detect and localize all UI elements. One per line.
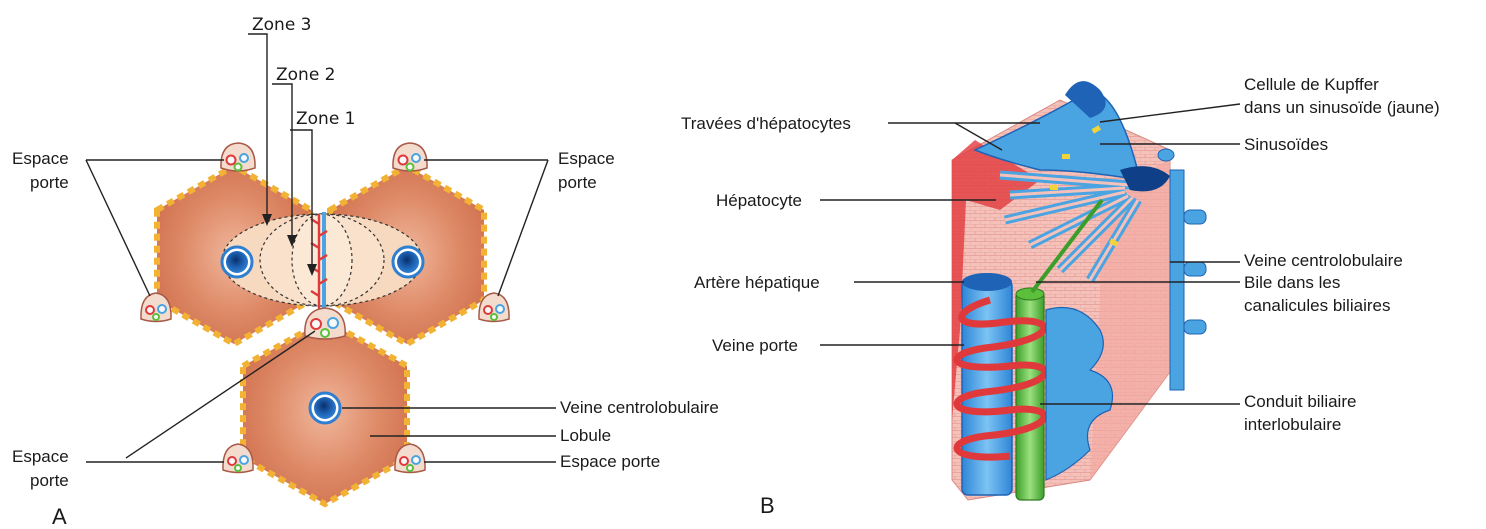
kupffer-label-line1: Cellule de Kupffer [1244,75,1379,94]
zone-3-label: Zone 3 [252,15,312,35]
sinusoides-label: Sinusoïdes [1244,135,1328,154]
panel-a: Zone 3 Zone 2 Zone 1 Espace porte Espace… [12,15,719,529]
espace-porte-tr-line2: porte [558,173,597,192]
conduit-label-line2: interlobulaire [1244,415,1341,434]
espace-porte-bl-line1: Espace [12,447,69,466]
veine-porte-label: Veine porte [712,336,798,355]
portal-triad-top-right [393,143,427,171]
veine-centrolobulaire-label-a: Veine centrolobulaire [560,398,719,417]
espace-porte-tr-line1: Espace [558,149,615,168]
veine-centrolobulaire-label-b: Veine centrolobulaire [1244,251,1403,270]
hepatocyte-label: Hépatocyte [716,191,802,210]
lobule-label: Lobule [560,426,611,445]
panel-a-letter: A [52,504,67,529]
travees-label: Travées d'hépatocytes [681,114,851,133]
panel-b: Travées d'hépatocytes Hépatocyte Artère … [681,75,1440,518]
bile-label-line1: Bile dans les [1244,273,1340,292]
panel-b-letter: B [760,493,775,518]
espace-porte-tl-line2: porte [30,173,69,192]
zone-1-label: Zone 1 [296,109,356,129]
artere-hepatique-label: Artère hépatique [694,273,820,292]
espace-porte-br-label: Espace porte [560,452,660,471]
kupffer-label-line2: dans un sinusoïde (jaune) [1244,98,1440,117]
espace-porte-bl-line2: porte [30,471,69,490]
espace-porte-tl-line1: Espace [12,149,69,168]
bile-label-line2: canalicules biliaires [1244,296,1390,315]
zone-2-label: Zone 2 [276,65,336,85]
portal-triad-top-left [221,143,255,171]
conduit-label-line1: Conduit biliaire [1244,392,1356,411]
